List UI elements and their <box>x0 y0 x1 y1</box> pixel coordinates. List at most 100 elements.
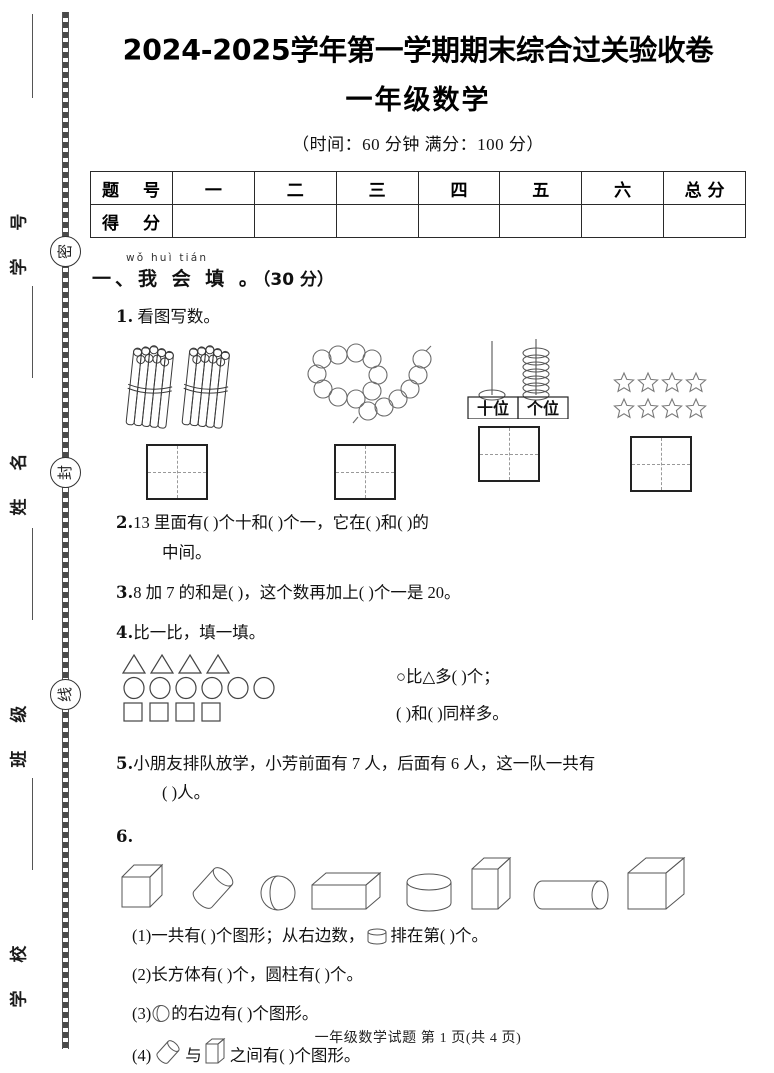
sphere-icon <box>260 875 296 911</box>
question-6-sub-1: (1)一共有( )个图形；从右边数， 排在第( )个。 <box>132 920 750 952</box>
seal-char-mi: 密 <box>50 236 81 267</box>
score-table-header-3: 三 <box>335 171 419 205</box>
score-cell[interactable] <box>335 204 419 238</box>
margin-label-student-id: 学 号 <box>9 202 30 276</box>
question-text[interactable]: 8 加 7 的和是( )，这个数再加上( )个一是 20。 <box>133 583 461 603</box>
question-6-sub-3: (3) 的右边有( )个图形。 <box>132 998 750 1030</box>
sub-text-2[interactable]: 排在第( )个。 <box>390 925 488 945</box>
sub-label: (2) <box>132 965 152 985</box>
question-4-body: ○比△多( )个； ( )和( )同样多。 <box>86 652 750 738</box>
figure-bead-chain <box>298 337 438 501</box>
score-table-row-label: 得 分 <box>90 204 173 238</box>
sub-text[interactable]: 之间有( )个图形。 <box>229 1046 361 1066</box>
question-text-cont[interactable]: ( )人。 <box>162 783 211 803</box>
question-text[interactable]: 13 里面有( )个十和( )个一，它在( )和( )的 <box>133 513 429 533</box>
circle-icon <box>123 676 275 699</box>
sticks-bundles-icon <box>125 345 230 430</box>
pinyin-annotation: wǒ huì tián <box>126 252 209 264</box>
page-subtitle: 一年级数学 <box>345 85 491 116</box>
sub-text[interactable]: 一共有( )个图形；从右边数， <box>151 925 365 945</box>
question-text[interactable]: 小朋友排队放学，小芳前面有 7 人，后面有 6 人，这一队一共有 <box>133 753 596 773</box>
cylinder-icon <box>367 928 387 945</box>
margin-label-class: 班 级 <box>9 694 30 768</box>
seal-margin: 学 号 姓 名 班 级 学 校 密 封 线 <box>0 0 86 1061</box>
seal-dashed-line <box>62 12 69 1049</box>
sub-label: (4) <box>132 1046 152 1066</box>
seal-char-xian: 线 <box>50 679 81 710</box>
sub-label: (1) <box>132 925 152 945</box>
cube-icon <box>121 863 164 908</box>
section-heading-1: 一、我 会 填 。（30 分） <box>92 264 750 291</box>
sub-text[interactable]: 长方体有( )个，圆柱有( )个。 <box>151 965 363 985</box>
cylinder-tilted-icon <box>192 867 234 909</box>
answer-box-tianzige[interactable] <box>334 444 396 501</box>
score-table-header-1: 一 <box>172 171 255 205</box>
triangle-row <box>122 652 750 676</box>
margin-rule <box>32 14 34 98</box>
margin-rule <box>32 778 34 870</box>
question-4: 4.比一比，填一填。 <box>116 618 750 647</box>
question-4-line-1[interactable]: ○比△多( )个； <box>396 666 500 686</box>
margin-rule <box>32 286 34 378</box>
score-table-header-4: 四 <box>417 171 501 205</box>
page-title: 2024-2025学年第一学期期末综合过关验收卷 <box>122 34 714 67</box>
square-icon <box>123 702 221 722</box>
answer-box-tianzige[interactable] <box>630 436 692 493</box>
sphere-icon <box>152 1005 170 1023</box>
margin-label-school: 学 校 <box>9 934 30 1008</box>
score-table-header-2: 二 <box>253 171 337 205</box>
figure-place-value-counter: 十位 个位 <box>464 337 572 483</box>
score-cell[interactable] <box>417 204 501 238</box>
bead-chain-icon <box>307 343 432 424</box>
question-number: 1. <box>116 307 134 326</box>
question-6: 6. <box>116 822 750 851</box>
answer-box-tianzige[interactable] <box>146 444 208 501</box>
figure-stars-group <box>612 337 716 493</box>
question-6-sub-2: (2)长方体有( )个，圆柱有( )个。 <box>132 959 750 991</box>
question-text: 看图写数。 <box>137 307 220 326</box>
question-number: 5. <box>116 753 134 773</box>
question-number: 3. <box>116 583 134 603</box>
question-3: 3.8 加 7 的和是( )，这个数再加上( )个一是 20。 <box>116 578 750 607</box>
question-1: 1. 看图写数。 <box>116 302 750 331</box>
question-number: 2. <box>116 513 134 533</box>
seal-char-feng: 封 <box>50 457 81 488</box>
question-5: 5.小朋友排队放学，小芳前面有 7 人，后面有 6 人，这一队一共有 ( )人。 <box>116 749 750 808</box>
margin-rule <box>32 528 34 620</box>
margin-label-name: 姓 名 <box>9 442 30 516</box>
section-heading-text: 一、我 会 填 。 <box>92 268 262 290</box>
figure-sticks-bundles <box>122 337 242 501</box>
cube-large-icon <box>627 856 686 910</box>
score-table: 题 号 一 二 三 四 五 六 总 分 得 分 <box>90 171 746 238</box>
shape-comparison-group <box>122 652 750 724</box>
question-4-line-2[interactable]: ( )和( )同样多。 <box>396 703 509 723</box>
cuboid-tall-icon <box>471 856 512 910</box>
question-4-blanks: ○比△多( )个； ( )和( )同样多。 <box>396 658 509 732</box>
exam-page: 2024-2025学年第一学期期末综合过关验收卷 一年级数学 （时间：60 分钟… <box>86 0 774 1065</box>
score-table-row-label: 题 号 <box>90 171 173 205</box>
section-points: （30 分） <box>261 270 334 290</box>
question-text: 比一比，填一填。 <box>133 623 266 643</box>
square-row <box>122 700 750 724</box>
sub-label: (3) <box>132 1004 152 1024</box>
table-row: 得 分 <box>90 204 746 238</box>
exam-meta: （时间：60 分钟 满分：100 分） <box>292 135 544 154</box>
triangle-icon <box>122 653 231 674</box>
stars-icon <box>613 371 707 419</box>
score-cell[interactable] <box>253 204 337 238</box>
sub-text[interactable]: 的右边有( )个图形。 <box>171 1004 319 1024</box>
score-table-header-6: 六 <box>581 171 665 205</box>
score-cell[interactable] <box>499 204 583 238</box>
table-row: 题 号 一 二 三 四 五 六 总 分 <box>90 171 746 205</box>
cylinder-horizontal-icon <box>533 880 609 910</box>
counter-label-tens: 十位 <box>477 399 509 418</box>
score-cell[interactable] <box>581 204 665 238</box>
cylinder-short-icon <box>406 873 452 912</box>
question-text-cont: 中间。 <box>162 542 212 562</box>
answer-box-tianzige[interactable] <box>478 426 540 483</box>
circle-row <box>122 676 750 700</box>
cuboid-icon <box>311 871 382 910</box>
sub-mid: 与 <box>185 1046 202 1066</box>
score-cell[interactable] <box>172 204 255 238</box>
score-cell[interactable] <box>663 204 746 238</box>
